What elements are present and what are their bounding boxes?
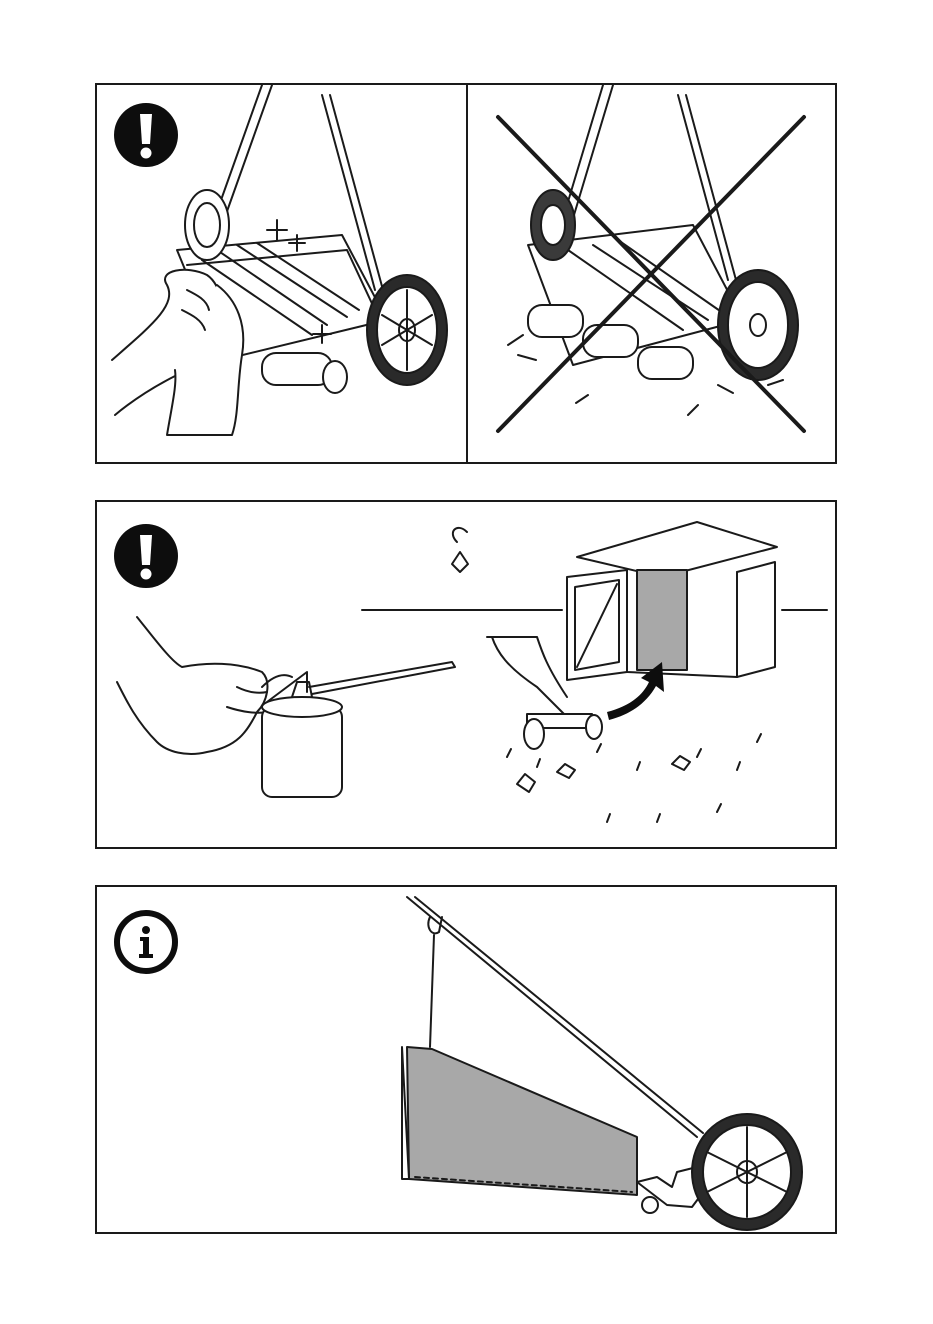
clogged-mower-crossed-out [468,85,835,462]
panel-grass-catcher [95,885,837,1234]
panel-storage [95,500,837,849]
panel-cleaning [95,83,837,464]
cleaning-mower-illustration [97,85,466,462]
storage-illustration [97,502,835,847]
grass-catcher-illustration [97,887,835,1232]
